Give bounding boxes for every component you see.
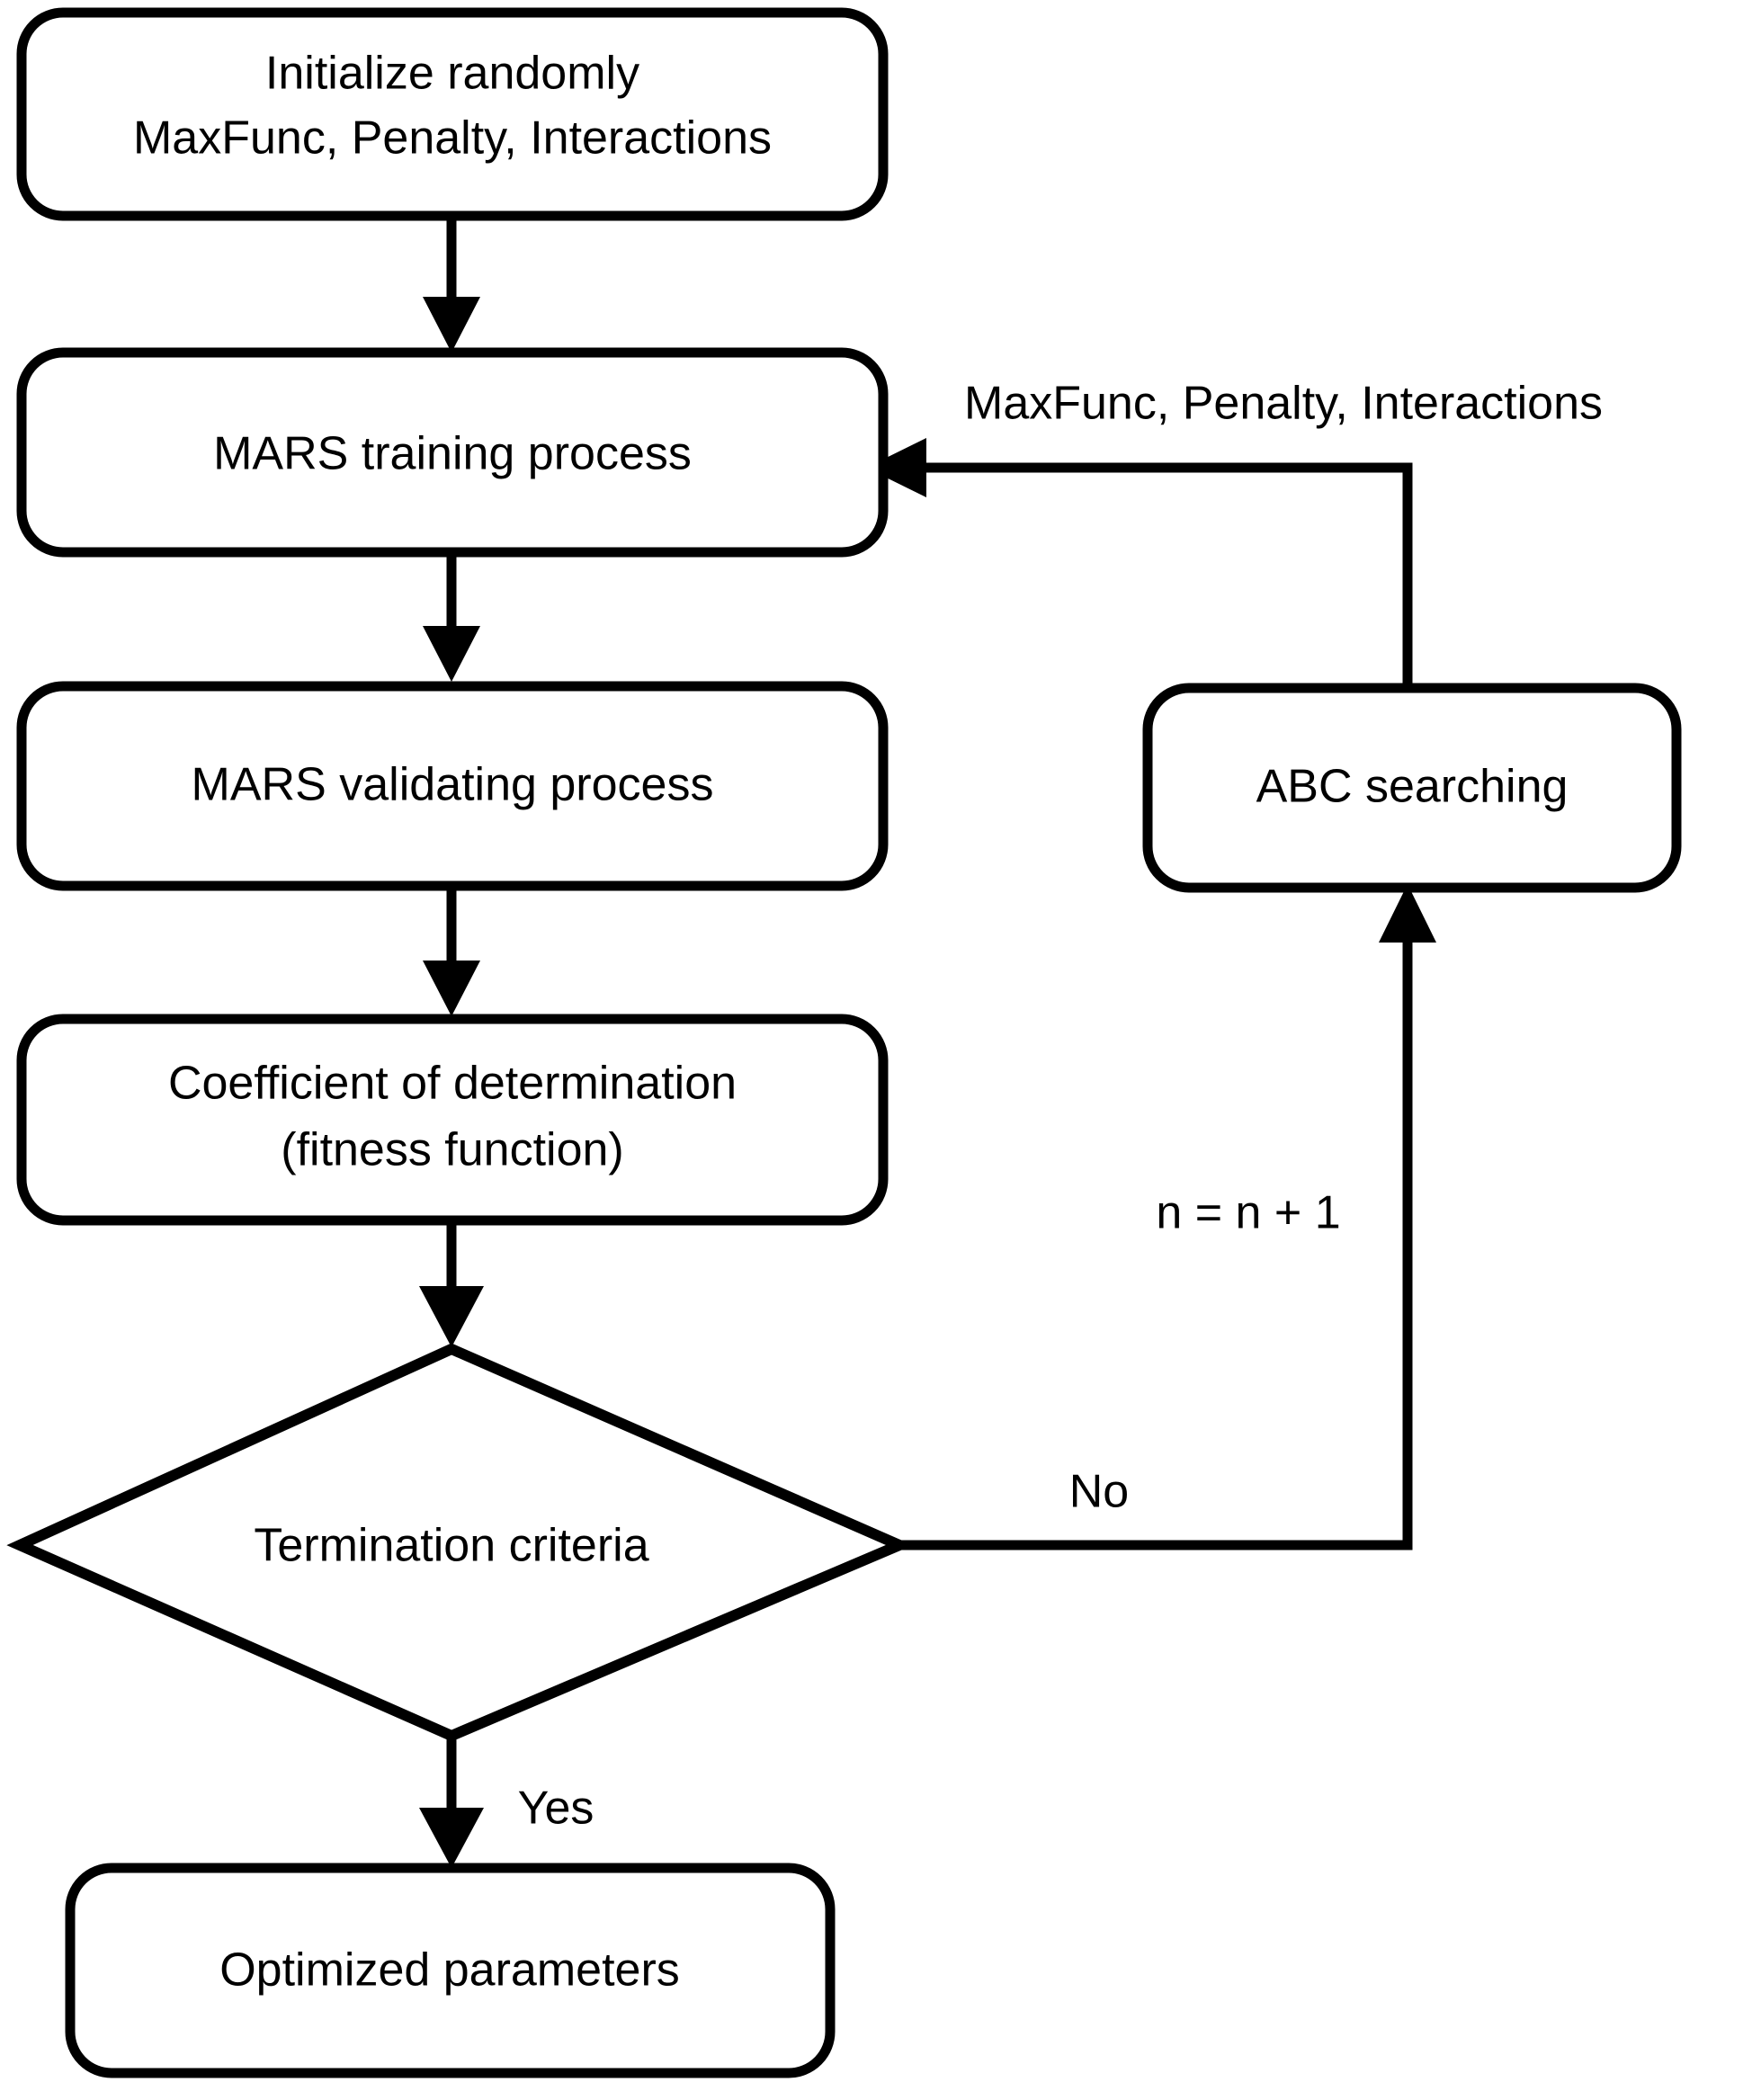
node-mars-validating-label: MARS validating process [192, 759, 714, 811]
edge-label-branch-no: No [1069, 1466, 1129, 1518]
node-termination[interactable]: Termination criteria [6, 1343, 914, 1742]
arrow-head-down-validating-coefficient [423, 961, 480, 1016]
edge-line-termination-no-abc [899, 931, 1413, 1550]
edge-line-abc-training [910, 462, 1413, 688]
node-mars-training-label: MARS training process [213, 428, 692, 480]
node-optimized-shape[interactable] [65, 1863, 836, 2078]
edge-abc-to-training [866, 438, 1413, 688]
node-termination-label: Termination criteria [254, 1520, 648, 1572]
edge-termination-no-to-abc [899, 884, 1436, 1550]
edge-training-to-validating [423, 550, 480, 682]
node-initialize-shape[interactable] [16, 7, 889, 221]
node-coefficient-label-line2: (fitness function) [281, 1124, 624, 1176]
node-termination-shape[interactable] [6, 1343, 914, 1742]
node-mars-training[interactable]: MARS training process [16, 347, 889, 558]
node-mars-validating-shape[interactable] [16, 681, 889, 891]
edge-label-branch-yes: Yes [518, 1783, 594, 1835]
node-initialize-label-line2: MaxFunc, Penalty, Interactions [133, 112, 772, 165]
node-mars-training-shape[interactable] [16, 347, 889, 558]
node-coefficient-shape[interactable] [16, 1014, 889, 1226]
arrow-head-left-abc-training [866, 438, 926, 497]
edge-initialize-to-training [423, 216, 480, 353]
node-mars-validating[interactable]: MARS validating process [16, 681, 889, 891]
arrow-head-down-training-validating [423, 626, 480, 682]
edge-termination-yes-to-optimized [419, 1736, 484, 1868]
node-initialize[interactable]: Initialize randomly MaxFunc, Penalty, In… [16, 7, 889, 221]
node-initialize-label-line1: Initialize randomly [265, 48, 639, 100]
arrow-head-down-termination-optimized [419, 1808, 484, 1868]
edge-label-iteration-counter: n = n + 1 [1156, 1187, 1340, 1239]
edge-label-feedback-params: MaxFunc, Penalty, Interactions [964, 378, 1603, 430]
node-abc-searching-shape[interactable] [1142, 683, 1682, 893]
node-abc-searching-label: ABC searching [1256, 761, 1569, 813]
edge-validating-to-coefficient [423, 883, 480, 1016]
arrow-head-down-coefficient-termination [419, 1286, 484, 1347]
node-optimized-label: Optimized parameters [219, 1944, 680, 1997]
arrow-head-up-no-abc [1379, 884, 1436, 943]
node-coefficient-label-line1: Coefficient of determination [168, 1058, 737, 1110]
node-optimized[interactable]: Optimized parameters [65, 1863, 836, 2078]
node-abc-searching[interactable]: ABC searching [1142, 683, 1682, 893]
edge-coefficient-to-termination [419, 1219, 484, 1347]
node-coefficient[interactable]: Coefficient of determination (fitness fu… [16, 1014, 889, 1226]
arrow-head-down-initialize-training [423, 297, 480, 353]
